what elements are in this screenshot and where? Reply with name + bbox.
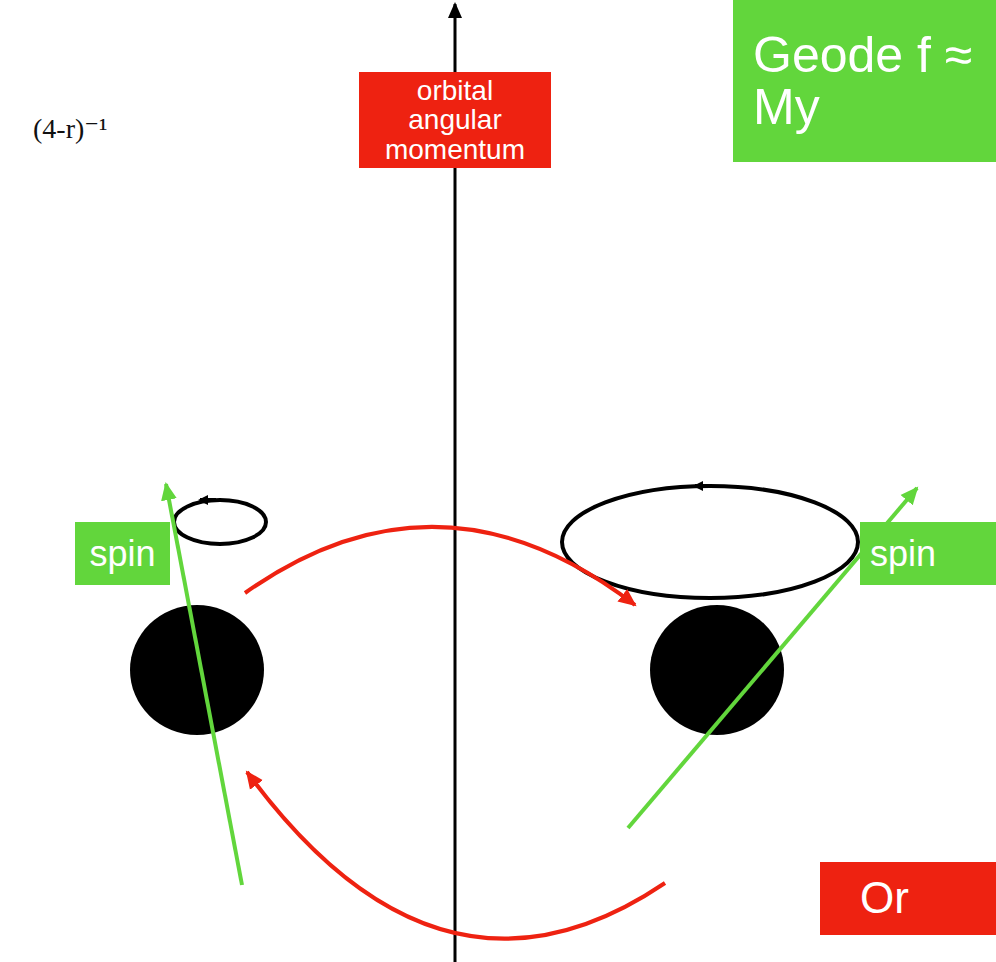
box-label: orbital angular momentum <box>367 76 543 164</box>
precession-circle <box>174 500 266 544</box>
box-label: spin <box>89 535 155 573</box>
formula-label: (4-r)⁻¹ <box>33 112 107 145</box>
precession-arrow <box>695 484 712 488</box>
orbit-arrow <box>247 772 665 939</box>
black-hole <box>130 605 264 735</box>
label-box: Geode f ≈ My <box>733 0 996 162</box>
label-box: Or <box>820 862 996 935</box>
box-label: spin <box>870 535 936 573</box>
precession-circle <box>562 486 858 598</box>
spin-arrow <box>166 484 242 885</box>
box-label: Geode f ≈ My <box>753 29 976 134</box>
label-box: orbital angular momentum <box>359 72 551 168</box>
label-box: spin <box>75 522 170 585</box>
precession-arrow <box>200 498 216 502</box>
label-box: spin <box>860 522 996 585</box>
orbit-arrow <box>245 527 635 605</box>
box-label: Or <box>860 875 909 921</box>
